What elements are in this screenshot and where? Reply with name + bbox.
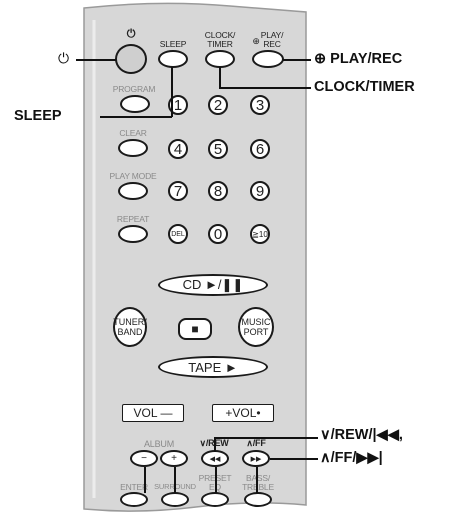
rew-button[interactable]: ◀◀	[201, 450, 229, 467]
clock-timer-callout-line-v	[219, 67, 221, 88]
vol-minus-button[interactable]: VOL —	[122, 404, 184, 422]
digit-5-button[interactable]: 5	[208, 139, 228, 159]
digit-4-button[interactable]: 4	[168, 139, 188, 159]
ff-label: ∧/FF	[246, 438, 266, 448]
tuner-band-button[interactable]: TUNER/ BAND	[113, 307, 147, 347]
album-connector-line-2	[174, 467, 176, 493]
surround-button[interactable]	[161, 492, 189, 507]
clock-timer-callout: CLOCK/TIMER	[314, 79, 415, 95]
digit-2-button[interactable]: 2	[208, 95, 228, 115]
bass-treble-label-top: BASS/	[245, 473, 271, 483]
stop-button[interactable]: ■	[178, 318, 212, 340]
tape-play-button[interactable]: TAPE ►	[158, 356, 268, 378]
repeat-label: REPEAT	[116, 214, 150, 224]
digit-3-button[interactable]: 3	[250, 95, 270, 115]
digit-9-button[interactable]: 9	[250, 181, 270, 201]
clear-label: CLEAR	[119, 128, 147, 138]
digit-1-button[interactable]: 1	[168, 95, 188, 115]
rew-callout-line-h	[214, 437, 318, 439]
program-label: PROGRAM	[112, 84, 156, 94]
clock-timer-button[interactable]	[205, 50, 235, 68]
bass-treble-label-bottom: TREBLE	[242, 482, 274, 492]
tuner-band-label-bottom: BAND	[117, 327, 143, 337]
music-port-button[interactable]: MUSIC PORT	[238, 307, 274, 347]
play-mode-label: PLAY MODE	[109, 171, 157, 181]
ff-button[interactable]: ▶▶	[242, 450, 270, 467]
ten-plus-button[interactable]: ≧10	[250, 224, 270, 244]
play-rec-callout-line	[283, 59, 311, 61]
preset-eq-button[interactable]	[201, 492, 229, 507]
digit-8-button[interactable]: 8	[208, 181, 228, 201]
sleep-callout-line-h	[100, 116, 172, 118]
music-port-label-bottom: PORT	[243, 327, 269, 337]
play-rec-label-bottom: REC	[263, 39, 281, 49]
program-button[interactable]	[120, 95, 150, 113]
cd-play-pause-button[interactable]: CD ►/❚❚	[158, 274, 268, 296]
digit-6-button[interactable]: 6	[250, 139, 270, 159]
power-button[interactable]	[115, 44, 147, 74]
album-up-button[interactable]: +	[160, 450, 188, 467]
rew-callout: ∨/REW/|◀◀,	[320, 427, 403, 443]
play-rec-callout: ⊕ PLAY/REC	[314, 51, 403, 67]
sleep-button[interactable]	[158, 50, 188, 68]
clear-button[interactable]	[118, 139, 148, 157]
sleep-callout: SLEEP	[14, 108, 62, 124]
ff-connector-line	[256, 467, 258, 493]
del-button[interactable]: DEL	[168, 224, 188, 244]
repeat-button[interactable]	[118, 225, 148, 243]
digit-0-button[interactable]: 0	[208, 224, 228, 244]
tuner-band-label-top: TUNER/	[113, 317, 147, 327]
digit-7-button[interactable]: 7	[168, 181, 188, 201]
album-connector-line	[144, 467, 146, 493]
ff-callout-line-h	[270, 458, 318, 460]
music-port-label-top: MUSIC	[241, 317, 271, 327]
clock-timer-label-top: CLOCK/	[204, 30, 236, 40]
rew-connector-line	[215, 467, 217, 493]
vol-plus-button[interactable]: +VOL•	[212, 404, 274, 422]
play-rec-icon-label: ⊕	[252, 36, 260, 46]
power-symbol-label: ⏻	[126, 28, 136, 40]
clock-timer-label-bottom: TIMER	[207, 39, 233, 49]
rew-callout-line-v	[214, 437, 216, 452]
sleep-label: SLEEP	[159, 39, 187, 49]
album-down-button[interactable]: −	[130, 450, 158, 467]
play-rec-label-top: PLAY/	[260, 30, 284, 40]
play-rec-button[interactable]	[252, 50, 284, 68]
play-mode-button[interactable]	[118, 182, 148, 200]
clock-timer-callout-line-h	[219, 87, 311, 89]
enter-label: ENTER	[120, 482, 148, 492]
power-callout-line	[76, 59, 116, 61]
enter-button[interactable]	[120, 492, 148, 507]
ff-callout: ∧/FF/▶▶|	[320, 450, 383, 466]
bass-treble-button[interactable]	[244, 492, 272, 507]
power-callout: ⏻	[58, 50, 70, 66]
sleep-callout-line-v	[171, 67, 173, 117]
album-label: ALBUM	[143, 439, 175, 449]
